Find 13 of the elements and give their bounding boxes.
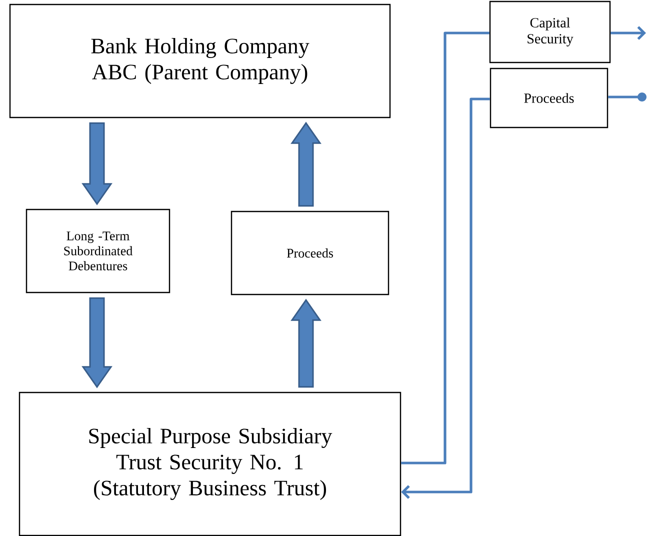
process-box: Long -Term Subordinated Debentures bbox=[26, 208, 170, 294]
process-box: Proceeds bbox=[490, 68, 608, 128]
block-arrow bbox=[290, 122, 322, 207]
block-arrow bbox=[82, 297, 112, 388]
block-arrow bbox=[290, 298, 322, 388]
block-arrow bbox=[82, 122, 112, 206]
connector-arrow bbox=[610, 26, 646, 40]
connector-arrow bbox=[608, 92, 646, 102]
connector-arrow bbox=[401, 98, 490, 499]
process-box: Special Purpose Subsidiary Trust Security No. 1 (Statutory Business Trust) bbox=[18, 392, 402, 536]
process-box: Bank Holding Company ABC (Parent Company) bbox=[9, 4, 391, 118]
process-box: Proceeds bbox=[230, 210, 390, 296]
process-box: Capital Security bbox=[489, 0, 611, 64]
